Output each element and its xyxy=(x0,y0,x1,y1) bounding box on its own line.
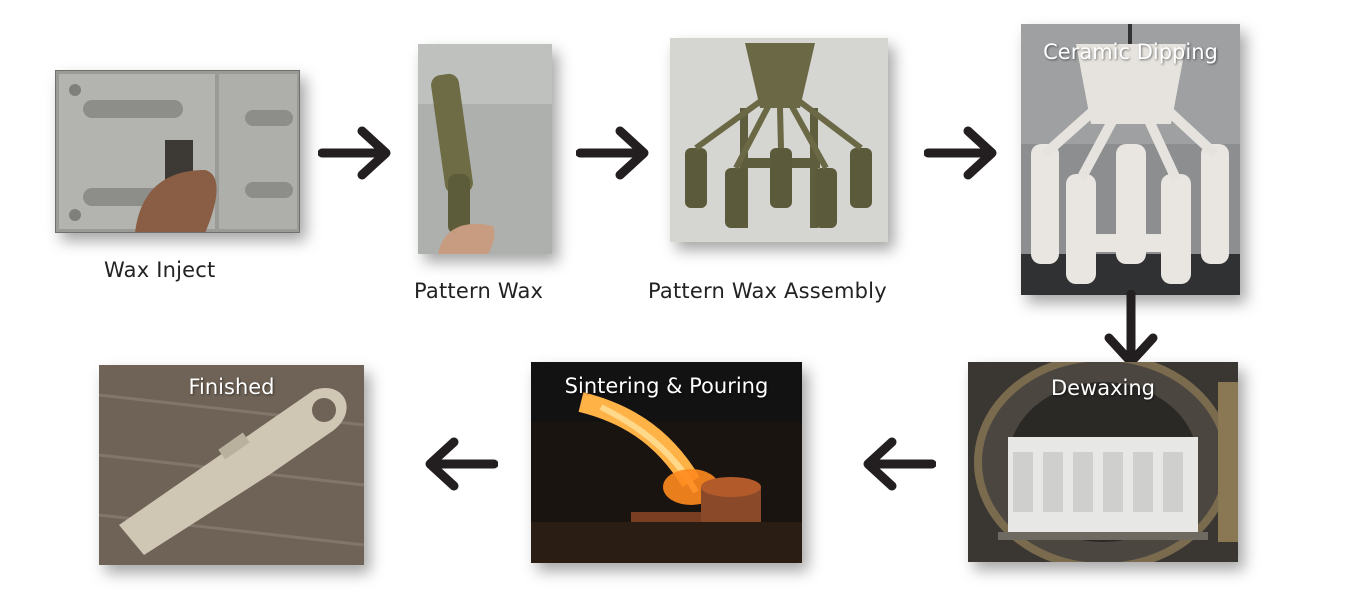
arrow-right-icon xyxy=(924,125,1000,181)
arrow-right-icon xyxy=(318,125,394,181)
sintering-pouring-label: Sintering & Pouring xyxy=(564,374,769,398)
pattern-wax-label: Pattern Wax xyxy=(414,279,544,303)
pattern-wax-assembly-label: Pattern Wax Assembly xyxy=(648,279,887,303)
finished-label: Finished xyxy=(188,375,275,399)
arrow-right-icon xyxy=(576,125,652,181)
sintering-pouring-photo: Sintering & Pouring xyxy=(531,362,802,563)
pattern-wax-assembly-photo xyxy=(670,38,888,242)
arrow-down-icon xyxy=(1101,290,1161,370)
pattern-wax-photo xyxy=(418,44,552,254)
wax-inject-photo xyxy=(55,70,300,233)
finished-photo: Finished xyxy=(99,365,364,565)
ceramic-dipping-photo: Ceramic Dipping xyxy=(1021,24,1240,295)
wax-inject-label: Wax Inject xyxy=(104,258,216,282)
dewaxing-photo: Dewaxing xyxy=(968,362,1238,562)
ceramic-dipping-label: Ceramic Dipping xyxy=(1043,40,1218,64)
dewaxing-label: Dewaxing xyxy=(1050,376,1156,400)
arrow-left-icon xyxy=(422,436,498,492)
arrow-left-icon xyxy=(860,436,936,492)
